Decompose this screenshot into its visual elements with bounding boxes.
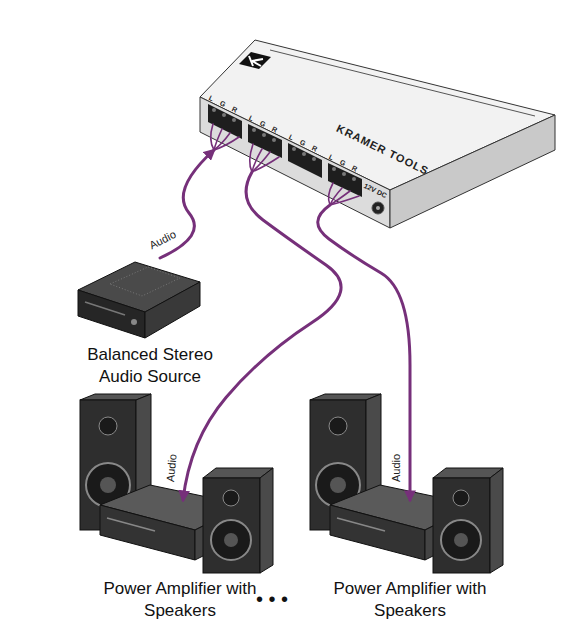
switcher-illustration — [195, 38, 560, 230]
device-caption: Balanced Stereo Audio Source — [70, 344, 230, 388]
signal-label: Audio — [164, 453, 178, 482]
signal-label: Audio — [147, 228, 178, 251]
ellipsis: • • • — [256, 588, 288, 611]
audio-cable — [318, 205, 410, 500]
signal-label: Audio — [390, 454, 402, 482]
device-caption: Power Amplifier with Speakers — [330, 578, 490, 622]
audio-source: Balanced Stereo Audio Source — [70, 258, 230, 388]
amplifier-speakers: Power Amplifier with Speakers — [75, 390, 285, 625]
device-box: KRAMER TOOLS — [195, 38, 560, 230]
device-caption: Power Amplifier with Speakers — [100, 578, 260, 622]
